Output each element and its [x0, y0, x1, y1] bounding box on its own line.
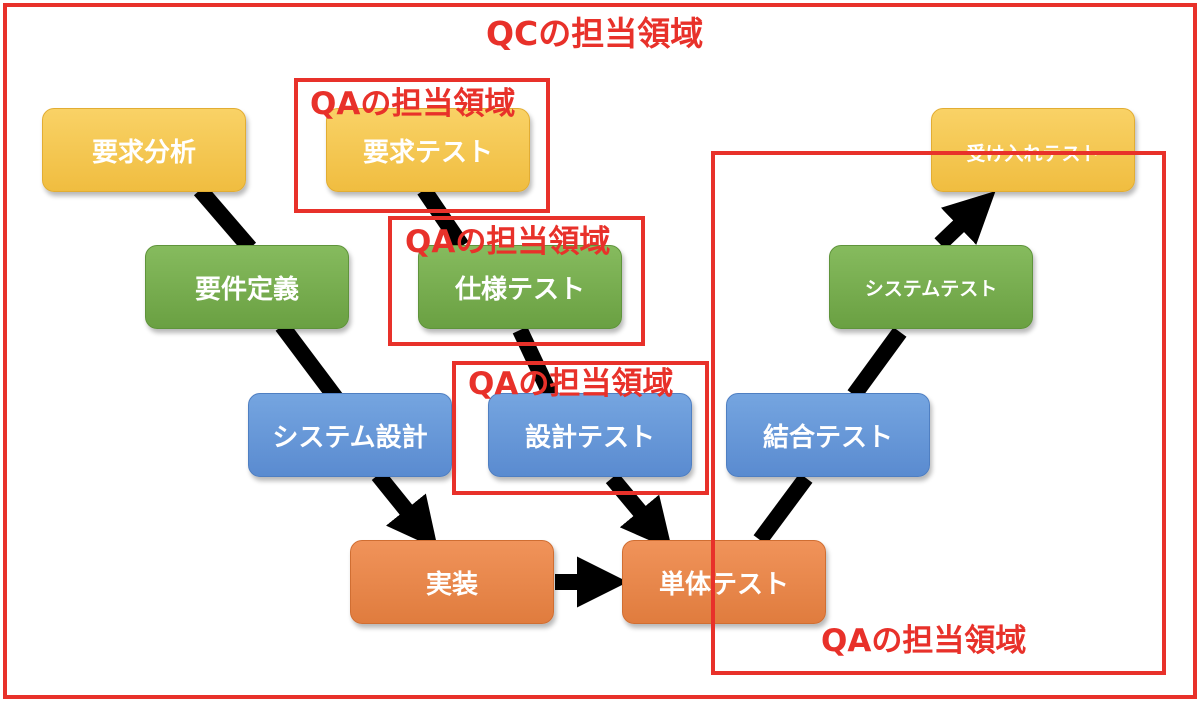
- node-integration-test: 結合テスト: [726, 393, 930, 477]
- node-label: システムテスト: [864, 277, 998, 300]
- node-system-design: システム設計: [248, 393, 452, 477]
- node-acceptance-test: 受け入れテスト: [931, 108, 1135, 192]
- qa-scope-label-requirement-test: QAの担当領域: [310, 86, 516, 122]
- node-label: システム設計: [272, 422, 428, 453]
- node-implementation: 実装: [350, 540, 554, 624]
- node-label: 要求テスト: [362, 137, 493, 168]
- node-label: 単体テスト: [658, 569, 789, 600]
- arrow-requirements-to-system-design: [275, 321, 343, 403]
- arrow-system-design-to-implementation: [371, 469, 439, 550]
- node-specification-test: 仕様テスト: [418, 245, 622, 329]
- qa-scope-label-right-side: QAの担当領域: [821, 623, 1027, 659]
- node-unit-test: 単体テスト: [622, 540, 826, 624]
- qa-scope-frame-design-test: [452, 361, 709, 495]
- node-label: 要求分析: [91, 137, 196, 168]
- node-requirement-test: 要求テスト: [326, 108, 530, 192]
- qa-scope-label-spec-test: QAの担当領域: [405, 224, 611, 260]
- arrow-integration-to-system-test: [847, 327, 907, 400]
- node-label: 結合テスト: [762, 422, 893, 453]
- qc-scope-label: QCの担当領域: [486, 14, 704, 53]
- node-label: 要件定義: [194, 274, 299, 305]
- node-label: 実装: [425, 569, 478, 600]
- qc-scope-frame: [3, 3, 1197, 699]
- arrow-system-test-to-acceptance: [934, 190, 996, 250]
- node-system-test: システムテスト: [829, 245, 1033, 329]
- arrow-unit-test-to-integration: [753, 473, 813, 545]
- node-label: 仕様テスト: [454, 274, 585, 305]
- qa-scope-frame-right-side: [711, 151, 1166, 675]
- qa-scope-label-design-test: QAの担当領域: [468, 366, 674, 402]
- qa-scope-frame-requirement-test: [294, 78, 550, 213]
- node-label: 設計テスト: [524, 422, 655, 453]
- node-requirements-analysis: 要求分析: [42, 108, 246, 192]
- node-design-test: 設計テスト: [488, 393, 692, 477]
- node-requirements-definition: 要件定義: [145, 245, 349, 329]
- qa-scope-frame-spec-test: [388, 216, 645, 346]
- arrow-analysis-to-requirements: [193, 184, 257, 254]
- arrow-design-test-to-unit-test: [605, 472, 673, 551]
